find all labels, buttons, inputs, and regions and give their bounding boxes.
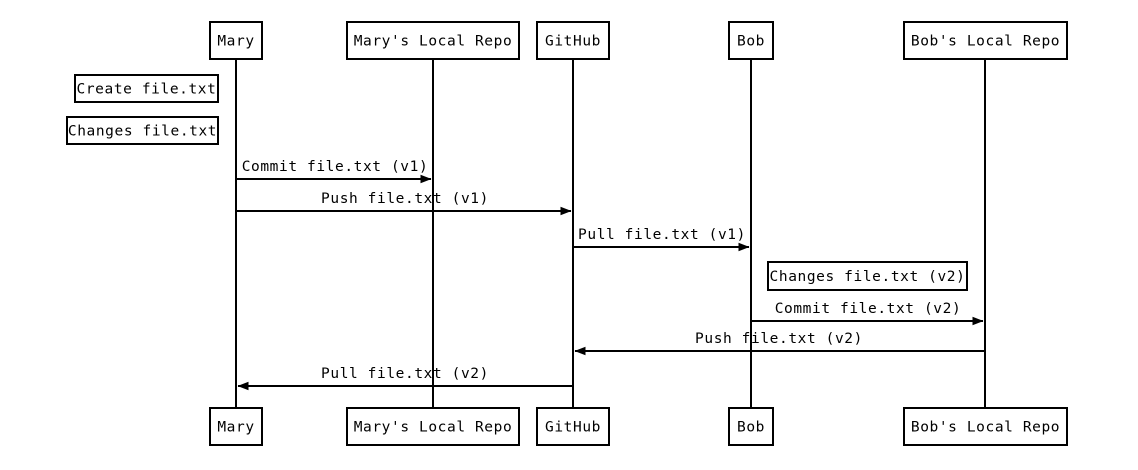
actor-label-mary: Mary [217,34,254,50]
actor-label-bob: Bob [737,420,765,436]
note-label: Create file.txt [77,82,217,98]
message-label-msg-pull-v2: Pull file.txt (v2) [321,366,489,382]
actor-label-bob: Bob [737,34,765,50]
messages-group: Commit file.txt (v1) Push file.txt (v1) Pu… [236,159,985,391]
actor-box-rect [902,406,1069,447]
actor-box-bob-bottom[interactable]: Bob [727,406,775,447]
actor-box-bobs-local-repo-top[interactable]: Bob's Local Repo [902,20,1069,61]
actor-box-mary-bottom[interactable]: Mary [208,406,264,447]
message-msg-pull-v2[interactable]: Pull file.txt (v2) [237,366,573,391]
actor-box-rect [727,406,775,447]
note-create-file[interactable]: Create file.txt [73,73,220,104]
actor-box-github-top[interactable]: GitHub [535,20,611,61]
message-label-msg-push-v2: Push file.txt (v2) [695,331,863,347]
actor-label-marys-local-repo: Mary's Local Repo [354,420,513,436]
actor-box-rect [208,20,264,61]
actor-label-bobs-local-repo: Bob's Local Repo [911,420,1060,436]
actor-label-github: GitHub [545,34,601,50]
actor-box-rect [208,406,264,447]
actor-box-marys-local-repo-top[interactable]: Mary's Local Repo [345,20,521,61]
actor-box-rect [345,20,521,61]
actor-box-bob-top[interactable]: Bob [727,20,775,61]
actor-box-rect [345,406,521,447]
message-msg-pull-v1[interactable]: Pull file.txt (v1) [573,227,750,252]
note-label: Changes file.txt (v2) [770,269,966,285]
message-msg-commit-v2[interactable]: Commit file.txt (v2) [751,301,984,326]
actor-label-marys-local-repo: Mary's Local Repo [354,34,513,50]
actor-box-github-bottom[interactable]: GitHub [535,406,611,447]
note-changes-file-v2[interactable]: Changes file.txt (v2) [766,260,969,292]
message-label-msg-commit-v1: Commit file.txt (v1) [242,159,429,175]
message-label-msg-commit-v2: Commit file.txt (v2) [775,301,962,317]
actor-label-github: GitHub [545,420,601,436]
message-msg-push-v1[interactable]: Push file.txt (v1) [236,191,572,216]
actor-box-rect [535,406,611,447]
message-label-msg-pull-v1: Pull file.txt (v1) [578,227,746,243]
note-box-rect [73,73,220,104]
actor-box-bobs-local-repo-bottom[interactable]: Bob's Local Repo [902,406,1069,447]
lifelines-group [234,59,987,408]
message-msg-commit-v1[interactable]: Commit file.txt (v1) [236,159,432,184]
message-label-msg-push-v1: Push file.txt (v1) [321,191,489,207]
actor-box-marys-local-repo-bottom[interactable]: Mary's Local Repo [345,406,521,447]
actor-label-bobs-local-repo: Bob's Local Repo [911,34,1060,50]
actor-box-rect [902,20,1069,61]
note-box-rect [65,115,220,146]
note-label: Changes file.txt [68,124,217,140]
message-msg-push-v2[interactable]: Push file.txt (v2) [574,331,985,356]
actor-label-mary: Mary [217,420,254,436]
actor-box-rect [535,20,611,61]
actor-box-rect [727,20,775,61]
note-box-rect [766,260,969,292]
actor-box-mary-top[interactable]: Mary [208,20,264,61]
note-changes-file[interactable]: Changes file.txt [65,115,220,146]
